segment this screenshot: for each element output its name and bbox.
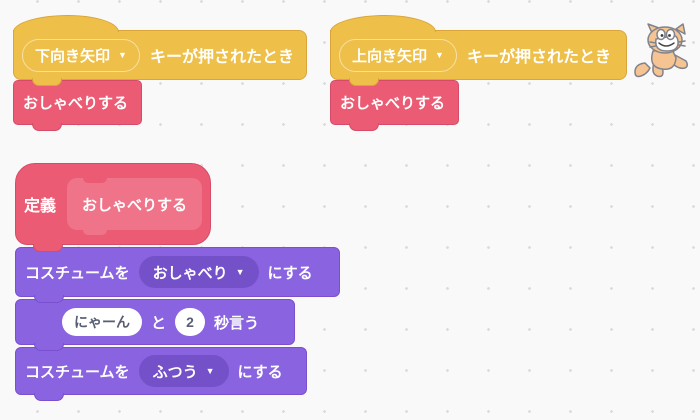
block-notch [34,393,64,401]
dropdown-arrow-icon: ▼ [235,266,245,277]
define-keyword: 定義 [24,198,57,215]
say-seconds-input[interactable]: 2 [175,308,206,336]
block-notch [83,230,108,235]
costume-dropdown-talk[interactable]: おしゃべり ▼ [138,256,259,288]
block-notch [83,178,108,183]
procedure-prototype-block[interactable]: おしゃべりする [67,178,203,235]
block-notch [349,78,379,86]
key-dropdown-up[interactable]: 上向き矢印 ▼ [339,38,457,72]
event-label: キーが押されたとき [466,49,611,66]
call-label: おしゃべりする [340,95,446,112]
say-seconds-value: 2 [186,314,194,330]
say-message-input[interactable]: にゃーん [62,308,142,336]
call-oshaberi-block-down[interactable]: おしゃべりする [13,80,142,131]
scratch-cat-icon [634,23,689,78]
costume-prefix-label: コスチュームを [25,264,130,282]
procedure-name: おしゃべりする [82,196,188,214]
dropdown-arrow-icon: ▼ [435,49,444,60]
call-label: おしゃべりする [23,95,129,112]
costume-dropdown-normal[interactable]: ふつう ▼ [138,355,229,387]
say-for-seconds-block[interactable]: にゃーん と 2 秒言う [15,299,295,351]
key-dropdown-down-value: 下向き矢印 [35,47,111,65]
call-oshaberi-block-up[interactable]: おしゃべりする [330,80,459,131]
block-notch [32,123,62,131]
hat-dome [330,15,436,32]
key-dropdown-down[interactable]: 下向き矢印 ▼ [22,38,140,72]
costume-dropdown-talk-value: おしゃべり [152,264,228,282]
costume-prefix-label: コスチュームを [25,363,130,381]
block-notch [32,78,62,86]
say-suffix-label: 秒言う [214,314,260,332]
when-key-pressed-block-up[interactable]: 上向き矢印 ▼ キーが押されたとき [330,15,627,86]
switch-costume-block-normal[interactable]: コスチュームを ふつう ▼ にする [15,347,307,401]
dropdown-arrow-icon: ▼ [118,49,127,60]
hat-dome [13,15,119,32]
block-notch [34,295,64,303]
say-message-value: にゃーん [74,314,130,330]
define-block[interactable]: 定義 おしゃべりする [15,163,211,252]
say-particle-label: と [151,314,167,332]
block-notch [33,244,63,252]
block-notch [34,343,64,351]
event-label: キーが押されたとき [149,49,294,66]
switch-costume-block-talk[interactable]: コスチュームを おしゃべり ▼ にする [15,247,340,303]
dropdown-arrow-icon: ▼ [205,365,215,376]
when-key-pressed-block-down[interactable]: 下向き矢印 ▼ キーが押されたとき [13,15,307,86]
costume-suffix-label: にする [237,363,283,381]
costume-dropdown-normal-value: ふつう [152,363,198,381]
script-define-oshaberi: 定義 おしゃべりする コスチュームを おしゃべり ▼ にする [15,163,340,401]
costume-suffix-label: にする [267,264,313,282]
block-notch [349,123,379,131]
key-dropdown-up-value: 上向き矢印 [352,47,428,65]
